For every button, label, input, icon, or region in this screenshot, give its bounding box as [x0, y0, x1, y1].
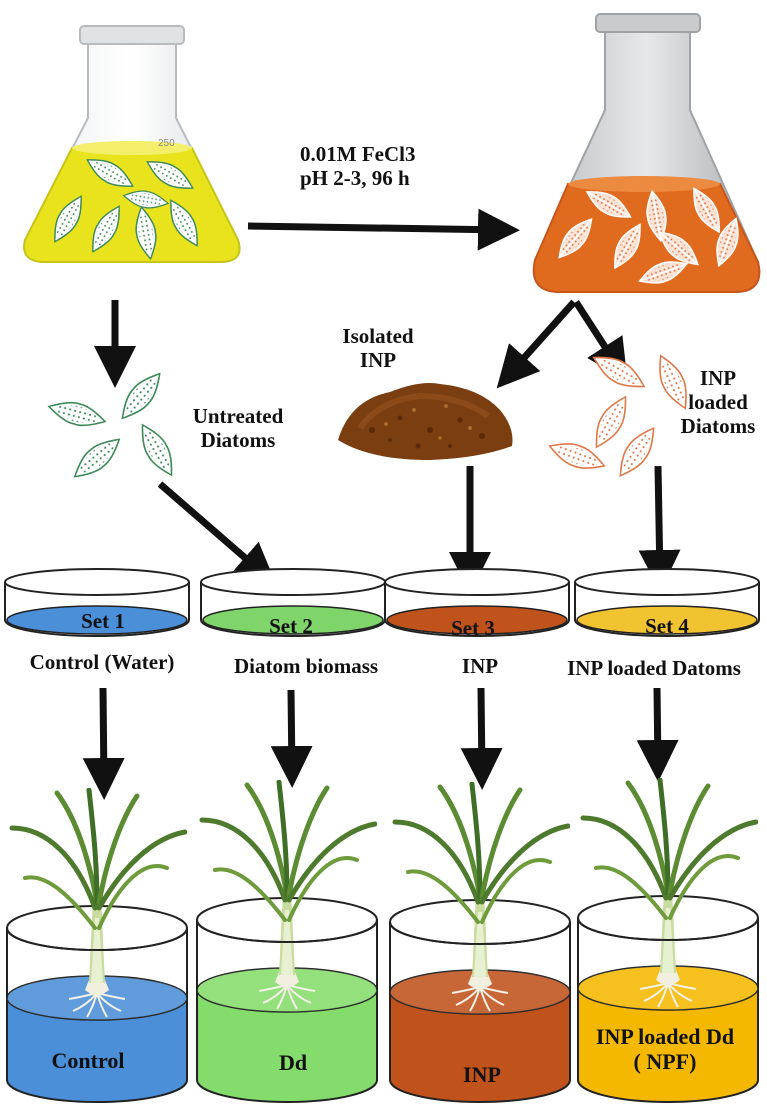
reaction-line-2: pH 2-3, 96 h — [300, 166, 410, 191]
beaker-solution-4 — [577, 987, 759, 1103]
arrow-to-set2 — [157, 481, 277, 586]
beaker-4 — [577, 780, 759, 1103]
isolated-line-2: INP — [359, 348, 397, 373]
beaker-4-label: INP loaded Dd ( NPF) — [570, 1024, 760, 1075]
process-arrows — [82, 208, 681, 800]
loaded-line-2: loaded — [688, 390, 748, 415]
untreated-line-2: Diatoms — [200, 428, 276, 453]
set-2-label: Set 2 — [269, 614, 313, 638]
loaded-line-1: INP — [699, 366, 737, 390]
beaker-2-label: Dd — [278, 1050, 308, 1075]
arrow-to-set4 — [638, 465, 681, 592]
untreated-line-1: Untreated — [192, 404, 284, 428]
inp-powder — [338, 383, 513, 460]
petri-medium-1 — [6, 605, 188, 635]
set-4-caption: INP loaded Datoms — [567, 656, 741, 680]
arrow-treatment — [247, 208, 520, 251]
beaker-4-label-line-1: INP loaded Dd — [595, 1024, 735, 1049]
beaker-2 — [196, 782, 378, 1103]
set-2-caption: Diatom biomass — [233, 654, 379, 678]
set-1-caption: Control (Water) — [29, 650, 175, 674]
petri-dish-4 — [574, 568, 760, 637]
plant-beakers — [6, 780, 759, 1103]
flask-volume-mark: 250 — [158, 138, 175, 149]
petri-medium-3 — [386, 605, 568, 635]
arrow-set3-plant — [460, 687, 503, 790]
petri-medium-2 — [202, 605, 384, 635]
petri-dishes — [4, 568, 760, 637]
loaded-line-3: Diatoms — [680, 414, 756, 439]
petri-dish-3 — [384, 568, 570, 637]
untreated-diatoms-label: Untreated Diatoms — [178, 404, 298, 452]
reaction-conditions: 0.01M FeCl3 pH 2-3, 96 h — [300, 142, 450, 190]
petri-medium-4 — [576, 605, 758, 635]
flask-untreated: 250 — [23, 25, 241, 263]
beaker-4-label-line-2: ( NPF) — [633, 1049, 697, 1075]
petri-dish-1 — [4, 568, 190, 637]
set-4-label: Set 4 — [645, 614, 689, 638]
set-3-caption: INP — [461, 654, 499, 678]
beaker-solution-2 — [196, 989, 378, 1103]
inp-loaded-diatoms-label: INP loaded Diatoms — [670, 366, 766, 438]
beaker-1-label: Control — [51, 1048, 125, 1073]
beaker-solution-1 — [6, 997, 188, 1103]
beaker-solution-3 — [389, 991, 571, 1103]
beaker-1 — [6, 790, 188, 1103]
petri-dish-2 — [200, 568, 386, 637]
flask-treated — [532, 13, 761, 293]
arrow-set2-plant — [270, 689, 313, 788]
reaction-line-1: 0.01M FeCl3 — [300, 142, 416, 166]
arrow-set1-plant — [82, 687, 125, 800]
untreated-diatoms — [45, 366, 182, 486]
beaker-3-label: INP — [463, 1062, 501, 1087]
isolated-line-1: Isolated — [342, 324, 414, 348]
arrow-set4-plant — [636, 687, 679, 782]
set-1-label: Set 1 — [81, 609, 125, 633]
isolated-inp-label: Isolated INP — [326, 324, 430, 372]
beaker-3 — [389, 784, 571, 1103]
set-3-label: Set 3 — [451, 616, 495, 640]
arrow-to-isolated — [496, 299, 577, 389]
